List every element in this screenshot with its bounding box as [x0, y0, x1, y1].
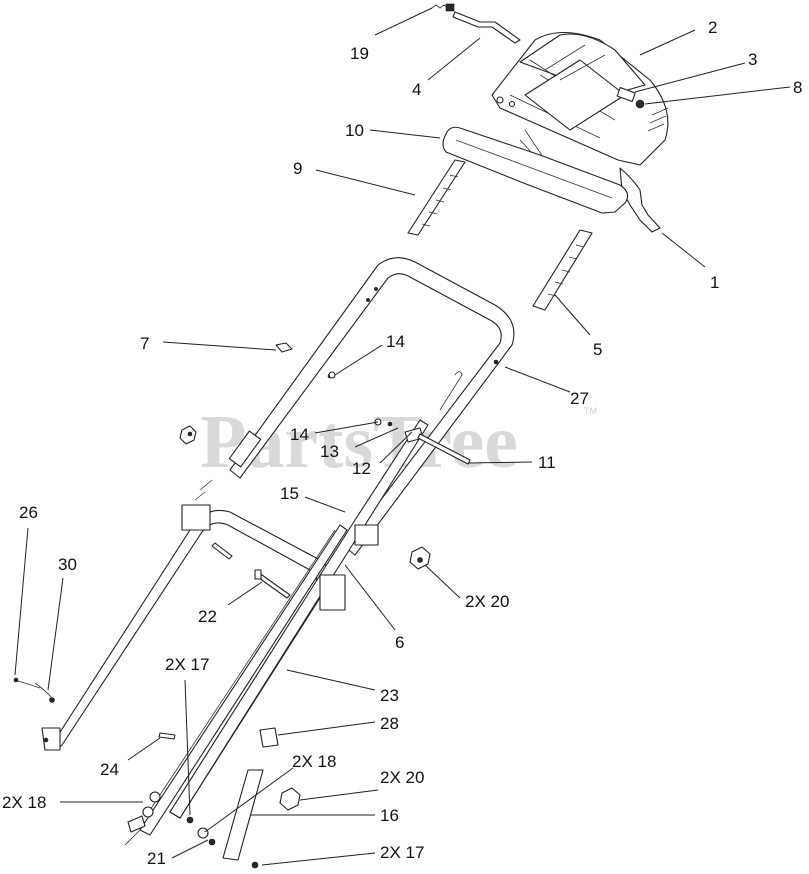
callout-labels: 19 2 3 8 4 10 9 1 5 7 14 27 14 13 12 11 …	[2, 18, 802, 868]
spacer-28	[259, 727, 279, 748]
callout-11: 11	[538, 453, 556, 472]
handle-bracket-lower	[319, 574, 346, 611]
handle-knob-lower	[279, 787, 301, 811]
callout-19: 19	[350, 44, 369, 63]
spring-and-rod	[431, 3, 521, 44]
callout-27: 27	[570, 389, 589, 408]
bolt-22	[211, 542, 291, 599]
callout-9: 9	[293, 159, 302, 178]
callout-2x18-right: 2X 18	[292, 752, 336, 771]
handle-pivot-fastener	[616, 87, 645, 109]
callout-5: 5	[593, 340, 602, 359]
callout-14-upper: 14	[386, 332, 405, 351]
callout-14-lower: 14	[290, 425, 309, 444]
handle-knob-middle	[409, 546, 431, 570]
leader-lines	[14, 7, 791, 866]
callout-22: 22	[198, 607, 217, 626]
callout-2x17-lower: 2X 17	[380, 843, 424, 862]
grip-insert-right	[532, 229, 593, 311]
callout-8: 8	[793, 78, 802, 97]
handle-bracket-16	[222, 769, 264, 861]
handle-bracket-upper	[181, 504, 211, 531]
callout-2x18-left: 2X 18	[2, 793, 46, 812]
callout-2x20-lower: 2X 20	[380, 768, 424, 787]
callout-6: 6	[395, 633, 404, 652]
bolt-24	[158, 732, 176, 740]
grip-insert-left	[407, 159, 466, 236]
callout-26: 26	[19, 503, 38, 522]
callout-21: 21	[147, 849, 166, 868]
handle-grip	[442, 126, 629, 214]
handle-bracket-mid	[354, 524, 379, 546]
lower-hardware	[124, 791, 259, 869]
callout-2x20-upper: 2X 20	[465, 592, 509, 611]
callout-7: 7	[140, 334, 149, 353]
bolt-11	[417, 433, 471, 465]
cable-ends	[13, 677, 55, 703]
watermark-trademark: TM	[584, 406, 597, 416]
callout-24: 24	[100, 760, 119, 779]
callout-10: 10	[345, 121, 364, 140]
callout-2x17-upper: 2X 17	[165, 655, 209, 674]
callout-2: 2	[708, 18, 717, 37]
callout-15: 15	[280, 484, 299, 503]
bail-wire	[619, 167, 661, 233]
callout-12: 12	[352, 459, 371, 478]
upper-handle-housing	[491, 32, 669, 166]
callout-13: 13	[320, 442, 339, 461]
callout-3: 3	[748, 50, 757, 69]
callout-30: 30	[58, 555, 77, 574]
callout-16: 16	[380, 806, 399, 825]
lower-handle-tube	[41, 419, 429, 836]
handle-knob-upper	[179, 425, 197, 445]
callout-23: 23	[380, 686, 399, 705]
callout-4: 4	[412, 80, 421, 99]
callout-1: 1	[710, 273, 719, 292]
callout-28: 28	[380, 714, 399, 733]
